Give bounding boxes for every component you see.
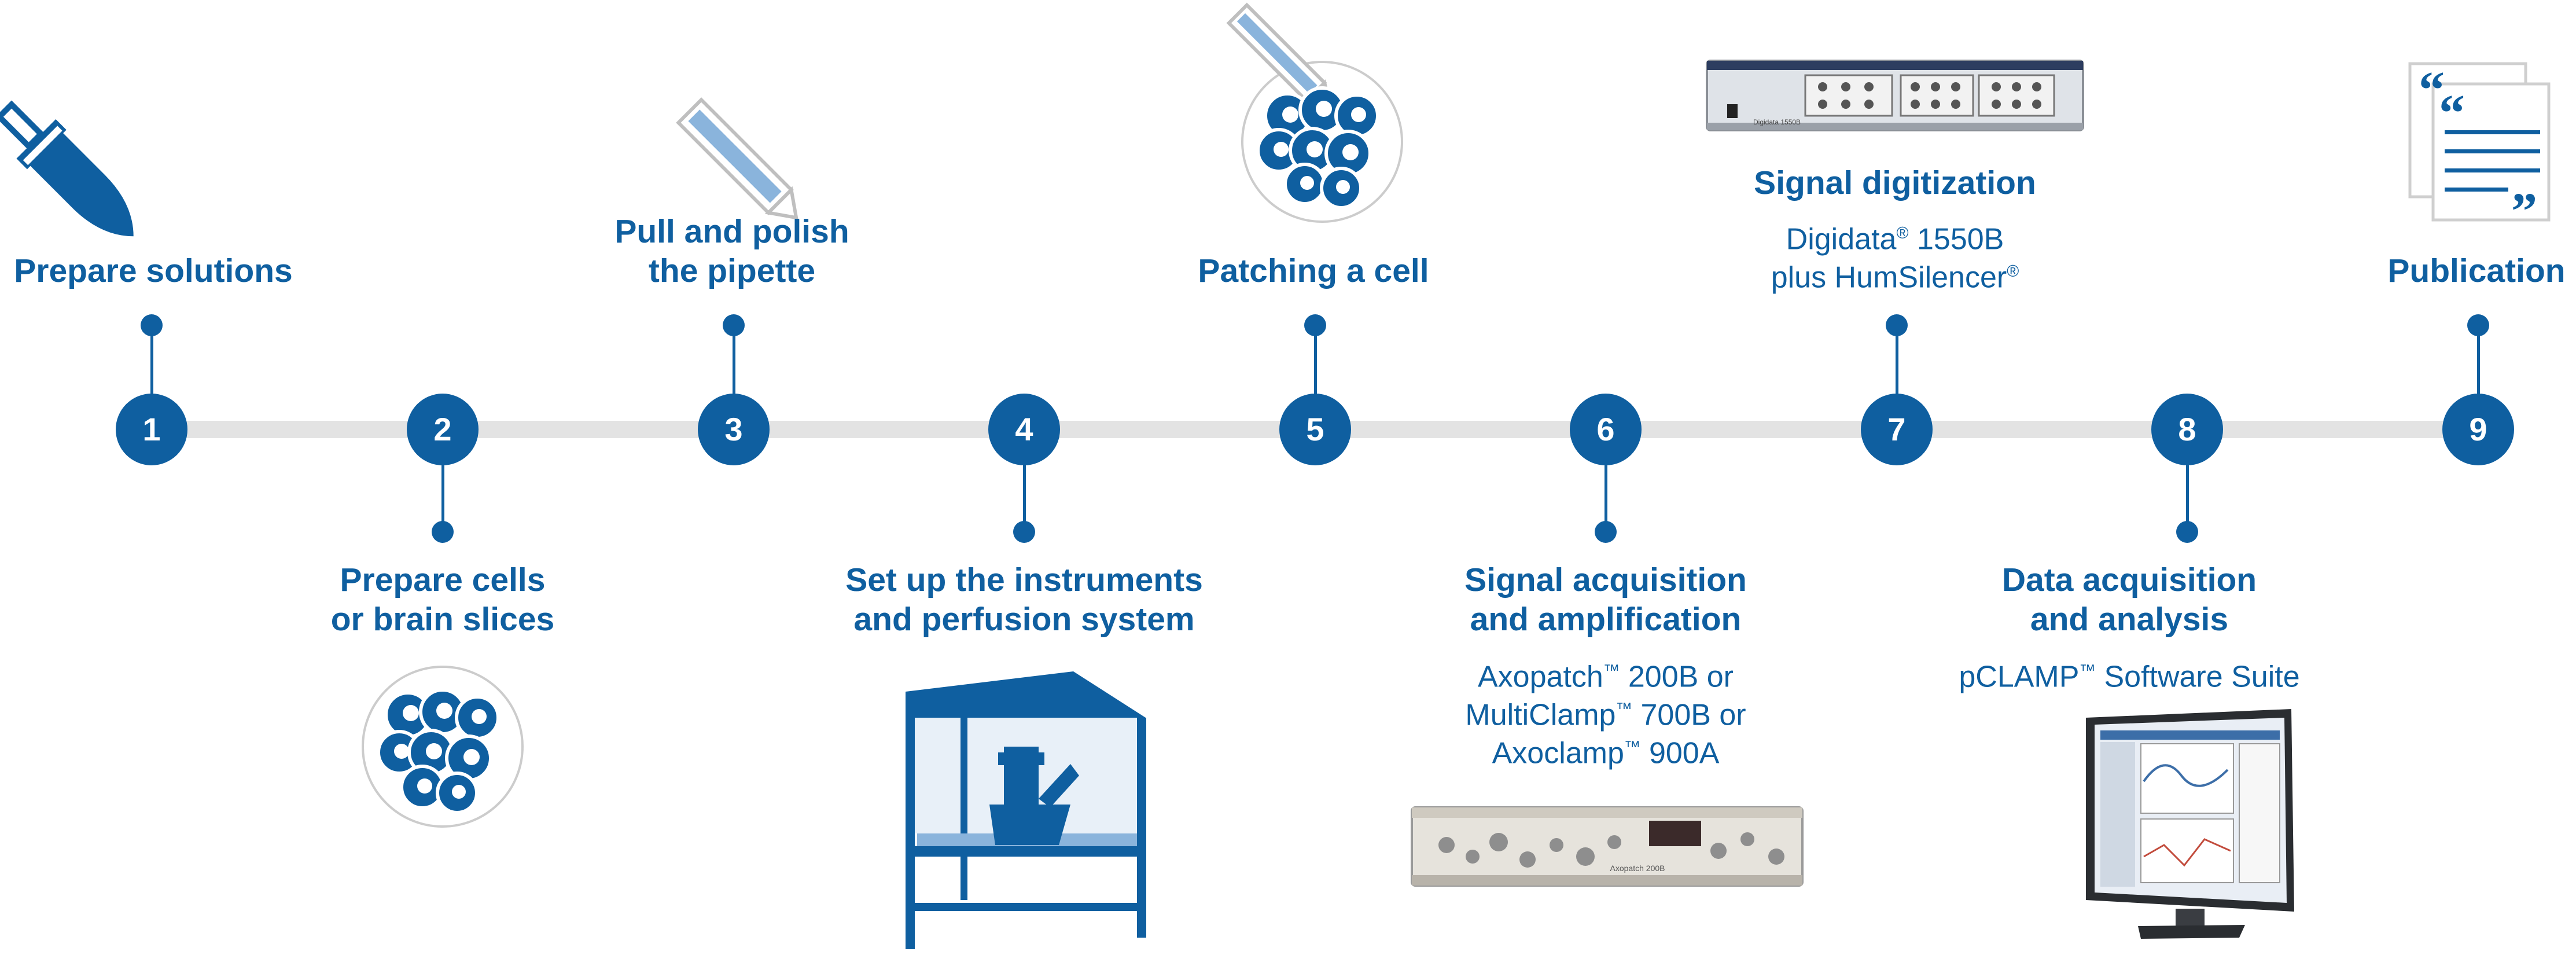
- step-5-title: Patching a cell: [1198, 252, 1429, 289]
- step-9-connector: [2477, 325, 2480, 395]
- step-2-title-line2: or brain slices: [330, 601, 555, 638]
- step-7-node: 7: [1861, 394, 1933, 465]
- step-6-product-2: MultiClamp™ 700B or: [1465, 698, 1746, 732]
- step-7-product-2: plus HumSilencer®: [1771, 260, 2019, 295]
- step-1-title: Prepare solutions: [14, 252, 293, 289]
- step-4-title-line1: Set up the instruments: [845, 561, 1203, 598]
- amplifier-device-label: Axopatch 200B: [1610, 864, 1665, 873]
- step-2-title-line1: Prepare cells: [340, 561, 546, 598]
- step-3-connector: [733, 325, 735, 395]
- svg-text:“: “: [2419, 61, 2445, 119]
- step-5-connector: [1314, 325, 1317, 395]
- step-2-node: 2: [407, 394, 479, 465]
- step-4-connector: [1023, 465, 1026, 532]
- step-1-node: 1: [116, 394, 187, 465]
- step-7-connector: [1896, 325, 1898, 395]
- step-8-title-line1: Data acquisition: [2001, 561, 2257, 598]
- step-2-connector: [441, 465, 444, 532]
- step-2-connector-dot: [432, 521, 454, 543]
- step-8-title-line2: and analysis: [2030, 601, 2229, 638]
- step-9-node: 9: [2442, 394, 2514, 465]
- step-7-title: Signal digitization: [1754, 164, 2036, 201]
- step-3-node: 3: [698, 394, 770, 465]
- step-6-connector-dot: [1595, 521, 1617, 543]
- step-8-product-1: pCLAMP™ Software Suite: [1959, 660, 2300, 694]
- step-5-node: 5: [1279, 394, 1351, 465]
- step-6-product-1: Axopatch™ 200B or: [1478, 660, 1734, 694]
- svg-text:”: ”: [2511, 183, 2537, 240]
- step-6-connector: [1605, 465, 1607, 532]
- step-1-connector: [150, 325, 153, 395]
- step-9-title: Publication: [2387, 252, 2566, 289]
- digitizer-device-label: Digidata 1550B: [1753, 118, 1801, 126]
- step-3-title-line2: the pipette: [648, 252, 816, 289]
- step-4-node: 4: [988, 394, 1060, 465]
- step-6-node: 6: [1570, 394, 1642, 465]
- step-8-connector: [2186, 465, 2189, 532]
- step-8-node: 8: [2151, 394, 2223, 465]
- step-6-title-line1: Signal acquisition: [1464, 561, 1747, 598]
- step-3-title-line1: Pull and polish: [614, 213, 849, 250]
- step-6-title-line2: and amplification: [1470, 601, 1742, 638]
- step-4-connector-dot: [1013, 521, 1035, 543]
- step-8-connector-dot: [2176, 521, 2198, 543]
- step-6-product-3: Axoclamp™ 900A: [1492, 736, 1720, 770]
- step-7-product-1: Digidata® 1550B: [1786, 222, 2004, 256]
- step-4-title-line2: and perfusion system: [853, 601, 1195, 638]
